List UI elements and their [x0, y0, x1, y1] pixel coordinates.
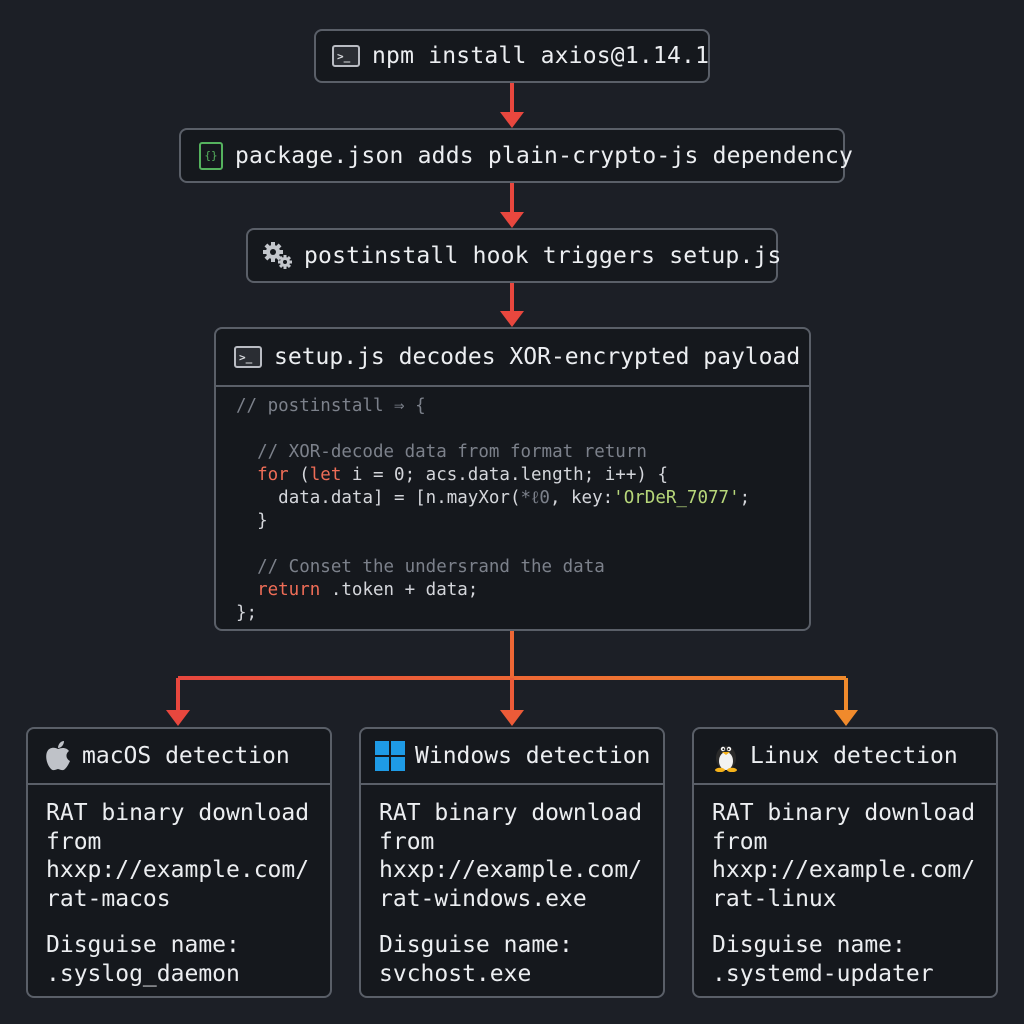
code-line-4c: , key:: [549, 488, 614, 508]
code-line-3b: i = 0; acs.data.length; i++) {: [341, 465, 668, 485]
code-keyword-return: return: [257, 580, 321, 600]
windows-line-2: from: [379, 828, 435, 855]
windows-card-header: Windows detection: [361, 729, 663, 785]
json-file-icon: {}: [199, 141, 223, 170]
macos-line-3: hxxp://example.com/: [46, 857, 310, 883]
macos-disguise-label: Disguise name:: [46, 932, 240, 958]
step-npm-install-label: npm install axios@1.14.1: [372, 43, 710, 69]
windows-line-1: RAT binary download: [379, 800, 643, 826]
code-string-key: 'OrDeR_7077': [613, 488, 740, 508]
windows-line-4: rat-windows.exe: [379, 885, 587, 912]
windows-disguise-value: svchost.exe: [379, 960, 532, 987]
macos-disguise-value: .syslog_daemon: [46, 960, 240, 987]
linux-line-2: from: [712, 828, 768, 855]
macos-line-4: rat-macos: [46, 885, 171, 912]
step-package-json-label: package.json adds plain-crypto-js depend…: [235, 142, 854, 169]
windows-card-title: Windows detection: [415, 743, 651, 769]
macos-card-title: macOS detection: [82, 743, 290, 769]
linux-line-3: hxxp://example.com/: [712, 857, 976, 883]
windows-card-body: RAT binary download from hxxp://example.…: [361, 785, 663, 988]
linux-disguise-value: .systemd-updater: [712, 960, 934, 987]
gears-icon: [262, 241, 294, 271]
linux-line-4: rat-linux: [712, 885, 837, 912]
macos-card-header: macOS detection: [28, 729, 330, 785]
code-panel-title: setup.js decodes XOR-encrypted payload: [274, 344, 801, 370]
code-line-7: .token + data;: [320, 580, 479, 600]
terminal-icon: >_: [332, 45, 360, 67]
macos-line-2: from: [46, 828, 102, 855]
code-line-3a: (: [288, 465, 310, 485]
code-line-2: // XOR-decode data from format return: [257, 442, 647, 462]
code-line-4a: data.data] = [n.mayXor(: [278, 488, 521, 508]
terminal-icon: >_: [234, 346, 262, 368]
linux-card: Linux detection RAT binary download from…: [692, 727, 998, 998]
tux-penguin-icon: [712, 740, 740, 772]
code-panel-header: >_ setup.js decodes XOR-encrypted payloa…: [216, 329, 809, 387]
code-keyword-for: for: [257, 465, 289, 485]
macos-card: macOS detection RAT binary download from…: [26, 727, 332, 998]
macos-card-body: RAT binary download from hxxp://example.…: [28, 785, 330, 988]
code-line-4d: ;: [739, 488, 751, 508]
step-npm-install: >_ npm install axios@1.14.1: [314, 29, 710, 83]
apple-icon: [44, 740, 72, 772]
step-postinstall-label: postinstall hook triggers setup.js: [304, 242, 782, 269]
code-snippet: // postinstall ⇒ { // XOR-decode data fr…: [216, 387, 809, 625]
code-line-5: }: [257, 511, 268, 531]
code-line-6: // Conset the undersrand the data: [257, 557, 605, 577]
windows-card: Windows detection RAT binary download fr…: [359, 727, 665, 998]
linux-line-1: RAT binary download: [712, 800, 976, 826]
linux-card-title: Linux detection: [750, 743, 958, 769]
windows-disguise-label: Disguise name:: [379, 932, 573, 958]
windows-logo-icon: [375, 741, 405, 771]
macos-line-1: RAT binary download: [46, 800, 310, 826]
code-line-1: // postinstall ⇒ {: [236, 396, 426, 416]
code-line-4b: *ℓ0: [520, 488, 550, 508]
code-line-8: };: [236, 603, 258, 623]
step-package-json: {} package.json adds plain-crypto-js dep…: [179, 128, 853, 183]
code-keyword-let: let: [309, 465, 342, 485]
linux-card-body: RAT binary download from hxxp://example.…: [694, 785, 996, 988]
step-postinstall-hook: postinstall hook triggers setup.js: [246, 228, 781, 283]
linux-card-header: Linux detection: [694, 729, 996, 785]
linux-disguise-label: Disguise name:: [712, 932, 906, 958]
split-connector: [178, 631, 846, 680]
code-panel: >_ setup.js decodes XOR-encrypted payloa…: [214, 327, 811, 631]
windows-line-3: hxxp://example.com/: [379, 857, 643, 883]
